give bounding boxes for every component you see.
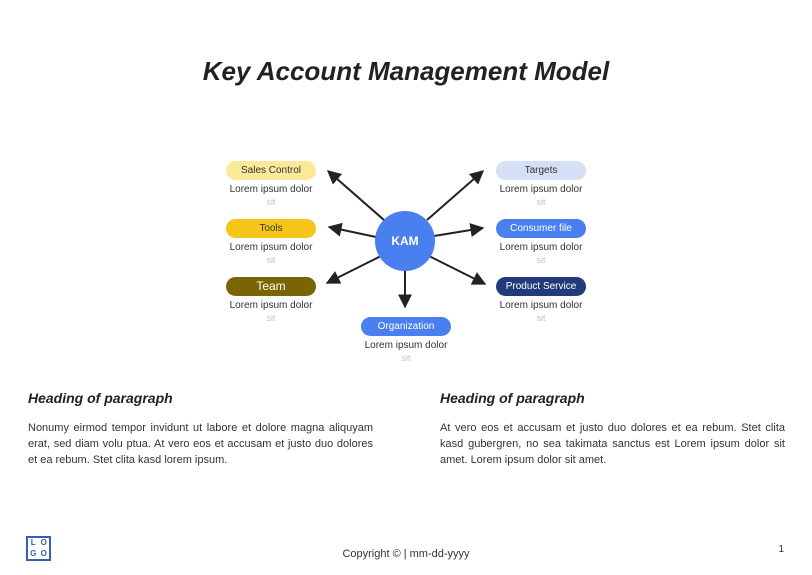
paragraph-heading-left: Heading of paragraph — [28, 390, 173, 406]
paragraph-body-right: At vero eos et accusam et justo duo dolo… — [440, 422, 785, 466]
logo-letter: O — [40, 548, 47, 558]
arrow-to-targets — [426, 170, 485, 221]
node-pill: Sales Control — [226, 161, 316, 180]
node-description: Lorem ipsum dolor sit — [216, 242, 326, 266]
page-title: Key Account Management Model — [202, 56, 610, 86]
logo-letter: O — [40, 538, 47, 547]
node-subtext: sit — [536, 313, 546, 323]
logo: L O G O — [26, 536, 51, 561]
paragraph-body-left: Nonumy eirmod tempor invidunt ut labore … — [28, 422, 373, 466]
paragraph-heading-right: Heading of paragraph — [440, 390, 585, 406]
node-description: Lorem ipsum dolor sit — [216, 300, 326, 324]
node-text: Lorem ipsum dolor — [364, 340, 448, 351]
node-pill: Consumer file — [496, 219, 586, 238]
arrow-to-consumer-file — [433, 223, 485, 237]
node-description: Lorem ipsum dolor sit — [351, 340, 461, 364]
node-text: Lorem ipsum dolor — [229, 300, 313, 311]
node-subtext: sit — [536, 197, 546, 207]
kam-center-node: KAM — [375, 211, 435, 271]
node-description: Lorem ipsum dolor sit — [216, 184, 326, 208]
arrow-to-tools — [327, 222, 377, 238]
arrow-to-sales-control — [326, 170, 385, 221]
node-description: Lorem ipsum dolor sit — [486, 184, 596, 208]
node-subtext: sit — [401, 353, 411, 363]
page-number: 1 — [778, 544, 784, 555]
node-description: Lorem ipsum dolor sit — [486, 300, 596, 324]
node-pill: Tools — [226, 219, 316, 238]
arrow-to-product-service — [428, 255, 487, 285]
node-subtext: sit — [536, 255, 546, 265]
logo-letter: L — [30, 538, 36, 547]
arrow-to-team — [325, 255, 382, 284]
node-pill: Targets — [496, 161, 586, 180]
node-pill: Organization — [361, 317, 451, 336]
footer-copyright: Copyright © | mm-dd-yyyy — [342, 548, 470, 560]
node-pill: Team — [226, 277, 316, 296]
node-pill: Product Service — [496, 277, 586, 296]
node-text: Lorem ipsum dolor — [499, 242, 583, 253]
node-text: Lorem ipsum dolor — [499, 184, 583, 195]
node-text: Lorem ipsum dolor — [229, 184, 313, 195]
node-description: Lorem ipsum dolor sit — [486, 242, 596, 266]
logo-letter: G — [30, 548, 37, 558]
node-text: Lorem ipsum dolor — [229, 242, 313, 253]
node-subtext: sit — [266, 197, 276, 207]
node-subtext: sit — [266, 255, 276, 265]
node-subtext: sit — [266, 313, 276, 323]
node-text: Lorem ipsum dolor — [499, 300, 583, 311]
